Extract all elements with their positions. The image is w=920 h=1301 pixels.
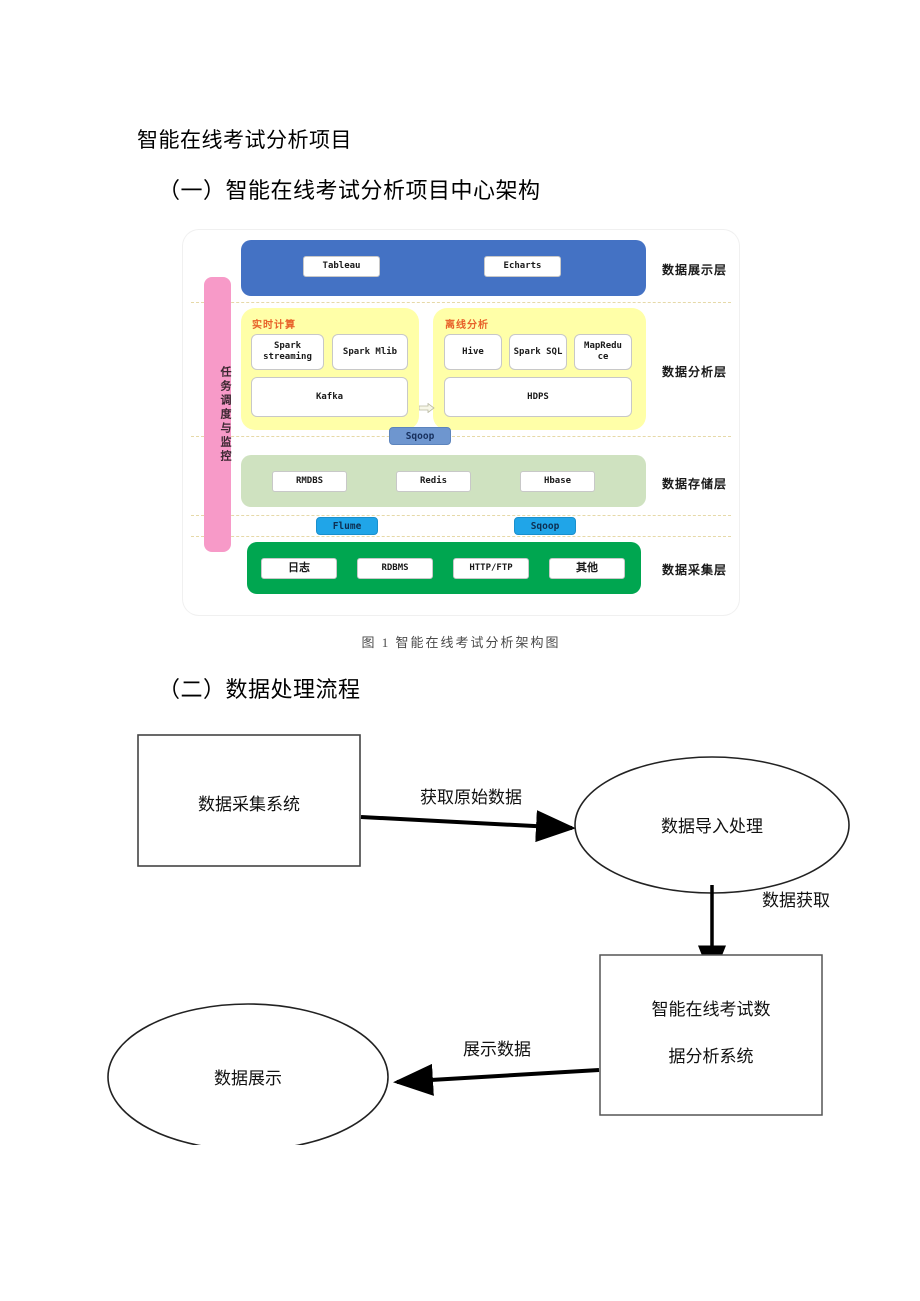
realtime-compute-title: 实时计算 (252, 320, 296, 331)
chip-redis: Redis (396, 471, 471, 492)
flow-edge-data-fetch-label: 数据获取 (762, 891, 830, 910)
flow-node-collect-system-label: 数据采集系统 (198, 795, 300, 814)
layer-label-display: 数据展示层 (662, 263, 728, 277)
chip-echarts: Echarts (484, 256, 561, 277)
offline-analysis-group: 离线分析 Hive Spark SQL MapRedu ce HDPS (433, 308, 646, 430)
flow-edge-show-data (393, 1063, 600, 1096)
chip-hdfs: HDPS (444, 377, 632, 417)
architecture-diagram: 任务调度与监控 Tableau Echarts 实时计算 Spark strea… (183, 230, 739, 615)
offline-analysis-title: 离线分析 (445, 320, 489, 331)
connector-flume: Flume (316, 517, 378, 535)
chip-hive: Hive (444, 334, 502, 370)
task-scheduling-label: 任务调度与监控 (219, 365, 231, 464)
flow-node-analysis-system (599, 954, 823, 1116)
connector-sqoop-lower: Sqoop (514, 517, 576, 535)
chip-spark-sql: Spark SQL (509, 334, 567, 370)
connector-sqoop-upper: Sqoop (389, 427, 451, 445)
layer-label-storage: 数据存储层 (662, 477, 728, 491)
chip-mapreduce: MapRedu ce (574, 334, 632, 370)
page-title: 智能在线考试分析项目 (137, 129, 352, 152)
realtime-compute-group: 实时计算 Spark streaming Spark Mlib Kafka (241, 308, 419, 430)
chip-logs: 日志 (261, 558, 337, 579)
flow-node-analysis-system-label-line2: 据分析系统 (669, 1047, 754, 1066)
task-scheduling-bar: 任务调度与监控 (204, 277, 231, 552)
chip-kafka: Kafka (251, 377, 408, 417)
layer-separator-1 (191, 302, 731, 303)
flow-node-data-import-label: 数据导入处理 (661, 817, 763, 836)
flow-node-analysis-system-label-line1: 智能在线考试数 (652, 1000, 771, 1019)
layer-separator-4 (191, 536, 731, 537)
architecture-canvas: 任务调度与监控 Tableau Echarts 实时计算 Spark strea… (183, 230, 739, 615)
chip-tableau: Tableau (303, 256, 380, 277)
data-storage-layer-panel: RMDBS Redis Hbase (241, 455, 646, 507)
figure-caption: 图 1 智能在线考试分析架构图 (361, 635, 561, 650)
layer-separator-2 (191, 436, 731, 437)
dataflow-diagram: 数据采集系统 获取原始数据 数据导入处理 数据获取 智能在线考试数 据分析系统 … (100, 725, 860, 1145)
chip-rdbms: RDBMS (357, 558, 433, 579)
flow-edge-get-raw-data-label: 获取原始数据 (420, 788, 522, 807)
chip-http-ftp: HTTP/FTP (453, 558, 529, 579)
flow-node-collect-system (137, 734, 361, 867)
flow-edge-get-raw-data (360, 810, 576, 843)
flow-edge-show-data-label: 展示数据 (463, 1040, 531, 1059)
chip-other: 其他 (549, 558, 625, 579)
section-heading-dataflow: （二）数据处理流程 (158, 677, 361, 702)
chip-rmdbs: RMDBS (272, 471, 347, 492)
data-collect-layer-panel: 日志 RDBMS HTTP/FTP 其他 (247, 542, 641, 594)
layer-label-collect: 数据采集层 (662, 563, 728, 577)
section-heading-architecture: （一）智能在线考试分析项目中心架构 (158, 178, 541, 203)
data-display-layer-panel: Tableau Echarts (241, 240, 646, 296)
chip-spark-mlib: Spark Mlib (332, 334, 408, 370)
layer-separator-3 (191, 515, 731, 516)
chip-spark-streaming: Spark streaming (251, 334, 324, 370)
chip-hbase: Hbase (520, 471, 595, 492)
layer-label-analysis: 数据分析层 (662, 365, 728, 379)
kafka-to-hdfs-arrow (418, 400, 435, 414)
flow-node-data-display-label: 数据展示 (214, 1069, 282, 1088)
flow-node-data-display (107, 1003, 389, 1145)
